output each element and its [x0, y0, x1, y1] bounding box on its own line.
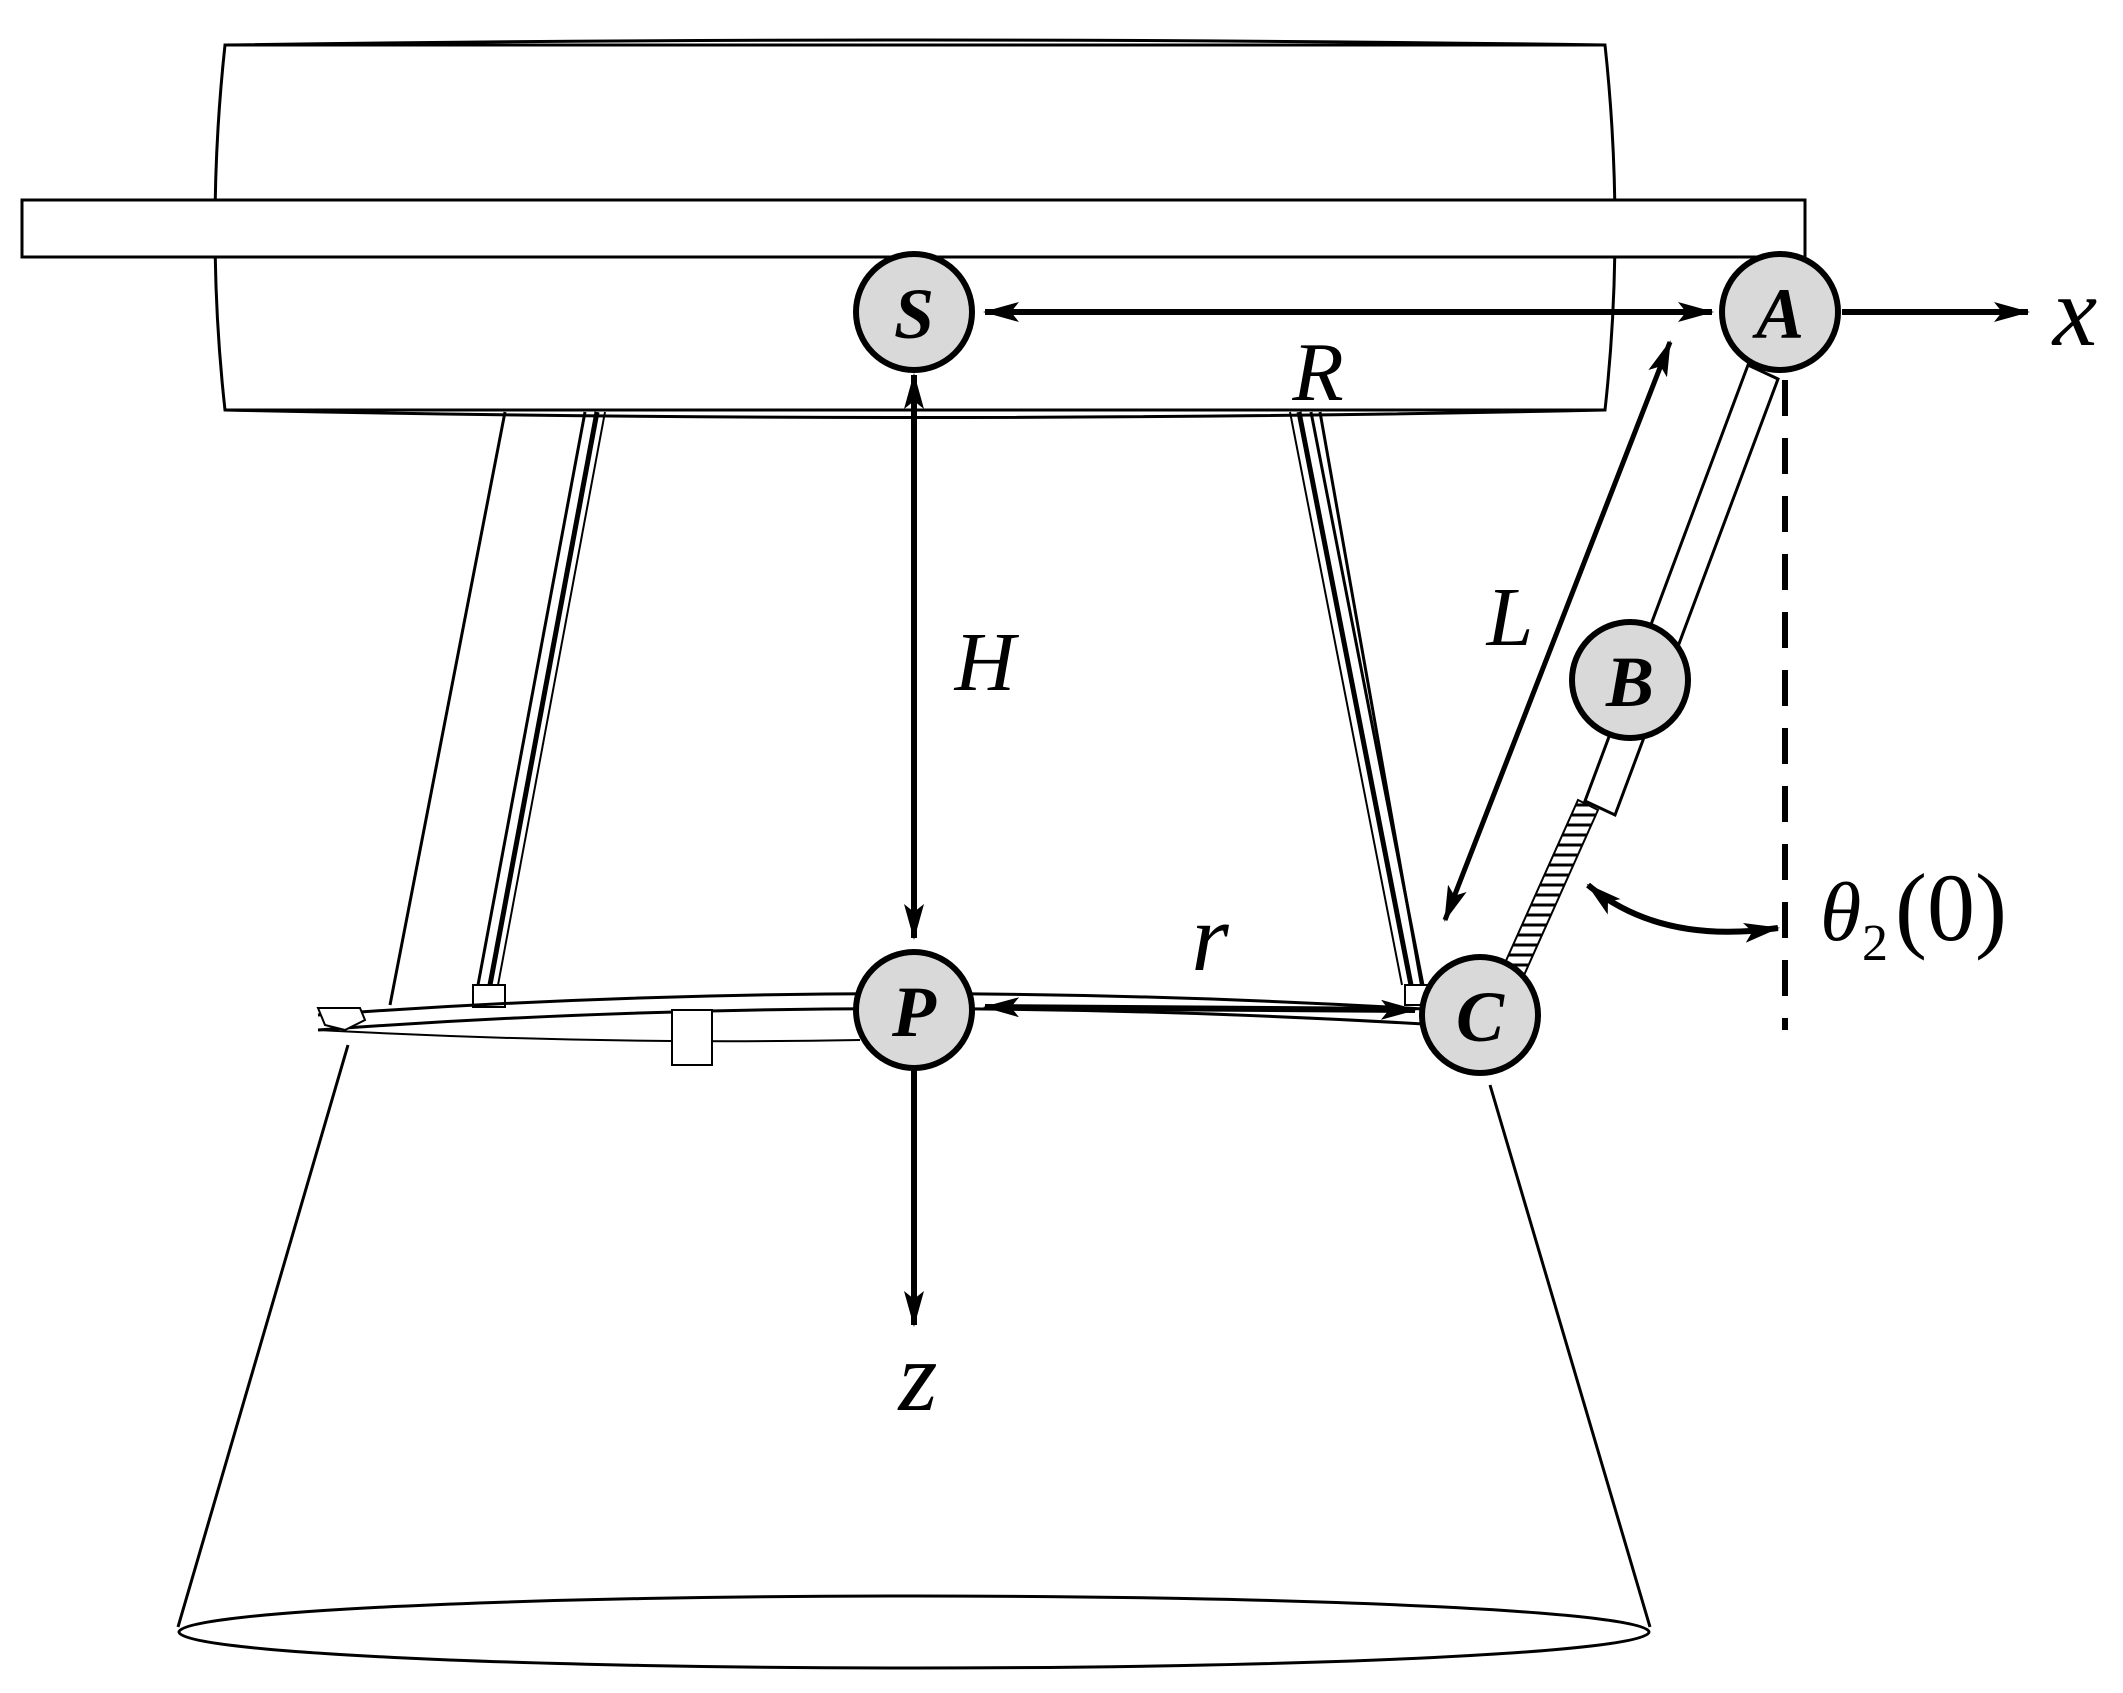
nozzle-bell [176, 1044, 1652, 1670]
theta-angle-arc [1586, 882, 1780, 943]
label-x-axis: x [2051, 256, 2097, 367]
label-z-axis: z [897, 1321, 938, 1432]
svg-text:P: P [891, 972, 937, 1052]
theta-symbol: θ [1820, 866, 1861, 959]
node-S: S [853, 251, 975, 373]
theta-subscript: 2 [1862, 915, 1888, 972]
node-C: C [1419, 954, 1541, 1076]
right-strut [1289, 411, 1436, 1006]
r-dimension-arrow [983, 997, 1417, 1020]
left-strut [472, 411, 606, 1008]
svg-text:B: B [1605, 642, 1654, 722]
node-A: A [1719, 251, 1841, 373]
svg-text:S: S [894, 274, 934, 354]
label-L: L [1486, 571, 1534, 664]
label-r: r [1191, 884, 1229, 991]
svg-text:C: C [1456, 977, 1505, 1057]
node-B: B [1569, 619, 1691, 741]
mounting-plate [20, 198, 1807, 259]
svg-text:A: A [1752, 274, 1804, 354]
L-dimension-arrow [1442, 340, 1673, 922]
node-P: P [853, 949, 975, 1071]
label-theta: θ 2 (0) [1820, 854, 2007, 972]
chamber-body [388, 411, 1427, 1006]
theta-argument: (0) [1895, 854, 2007, 961]
label-H: H [954, 616, 1020, 709]
label-R: R [1291, 326, 1343, 419]
